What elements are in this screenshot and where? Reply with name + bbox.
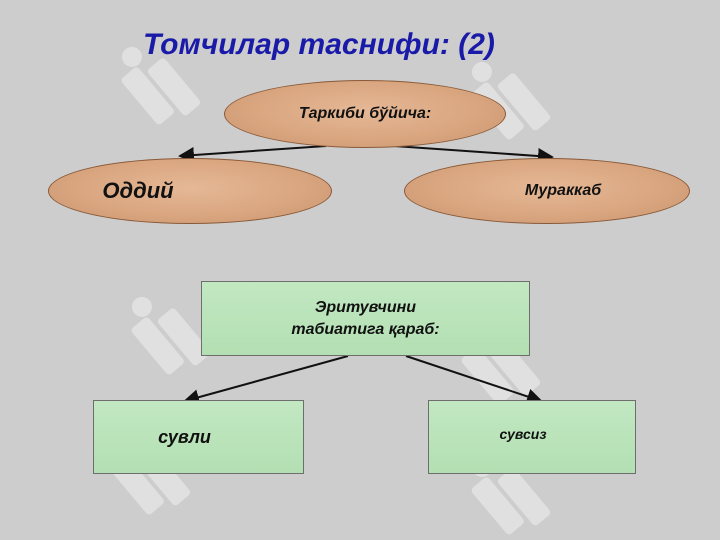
node-solvent-nature-line-1: Эритувчини <box>314 298 417 316</box>
node-aqueous-label: сувли <box>158 426 211 447</box>
node-solvent-nature-line-2: табиатига қараб: <box>291 320 440 338</box>
node-aqueous: сувли <box>93 400 304 474</box>
arrow-mid-to-left <box>183 355 349 405</box>
slide-title: Томчилар таснифи: (2) <box>143 28 495 61</box>
node-non-aqueous-label: сувсиз <box>499 426 547 442</box>
node-simple-label: Оддий <box>102 178 174 203</box>
node-complex: Мураккаб <box>404 158 690 224</box>
arrow-mid-to-right <box>405 355 543 405</box>
node-composition: Таркиби бўйича: <box>224 80 506 148</box>
node-composition-label: Таркиби бўйича: <box>298 105 432 122</box>
arrow-top-to-left <box>178 145 327 164</box>
node-simple: Оддий <box>48 158 332 224</box>
node-solvent-nature: Эритувчини табиатига қараб: <box>201 281 530 356</box>
node-complex-label: Мураккаб <box>524 182 602 199</box>
node-non-aqueous: сувсиз <box>428 400 636 474</box>
arrow-top-to-right <box>393 145 554 165</box>
